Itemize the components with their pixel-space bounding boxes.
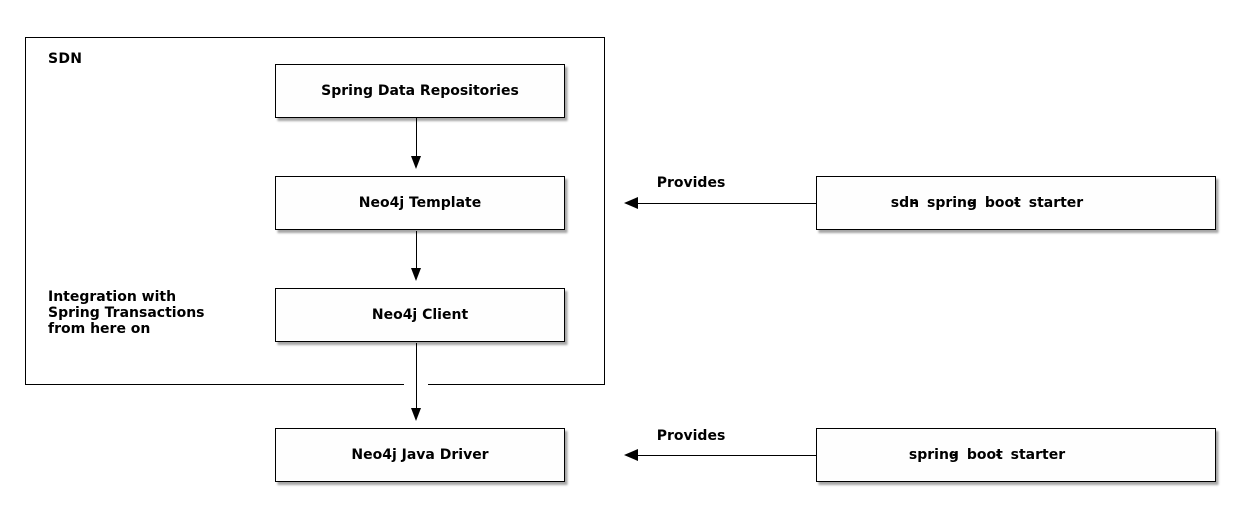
node-label: Spring Data Repositories — [321, 83, 519, 99]
node-spring-data-repositories: Spring Data Repositories — [275, 64, 565, 118]
node-neo4j-java-driver: Neo4j Java Driver — [275, 428, 565, 482]
node-neo4j-template: Neo4j Template — [275, 176, 565, 230]
arrowhead-down-icon — [411, 156, 421, 169]
node-label: Neo4j Client — [371, 307, 469, 323]
sdn-package: SDN — [25, 37, 605, 385]
package-title: SDN — [48, 51, 83, 67]
edge-line — [638, 202, 816, 204]
node-neo4j-client: Neo4j Client — [275, 288, 565, 342]
arrowhead-down-icon — [411, 408, 421, 421]
node-label: sdn- spring- boot- starter — [890, 195, 1084, 211]
edge-line — [415, 118, 417, 156]
node-sdn-spring-boot-starter: sdn- spring- boot- starter — [816, 176, 1216, 230]
node-label: Neo4j Java Driver — [351, 447, 489, 463]
transactions-note: Integration with Spring Transactions fro… — [48, 289, 205, 337]
edge-label-provides: Provides — [656, 428, 726, 444]
edge-label-provides: Provides — [656, 175, 726, 191]
edge-line — [415, 343, 417, 408]
arrowhead-down-icon — [411, 268, 421, 281]
arrowhead-left-icon — [624, 449, 638, 461]
node-label: Neo4j Template — [358, 195, 482, 211]
arrowhead-left-icon — [624, 197, 638, 209]
node-label: spring- boot- starter — [908, 447, 1066, 463]
node-spring-boot-starter: spring- boot- starter — [816, 428, 1216, 482]
edge-line — [415, 231, 417, 268]
edge-line — [638, 454, 816, 456]
